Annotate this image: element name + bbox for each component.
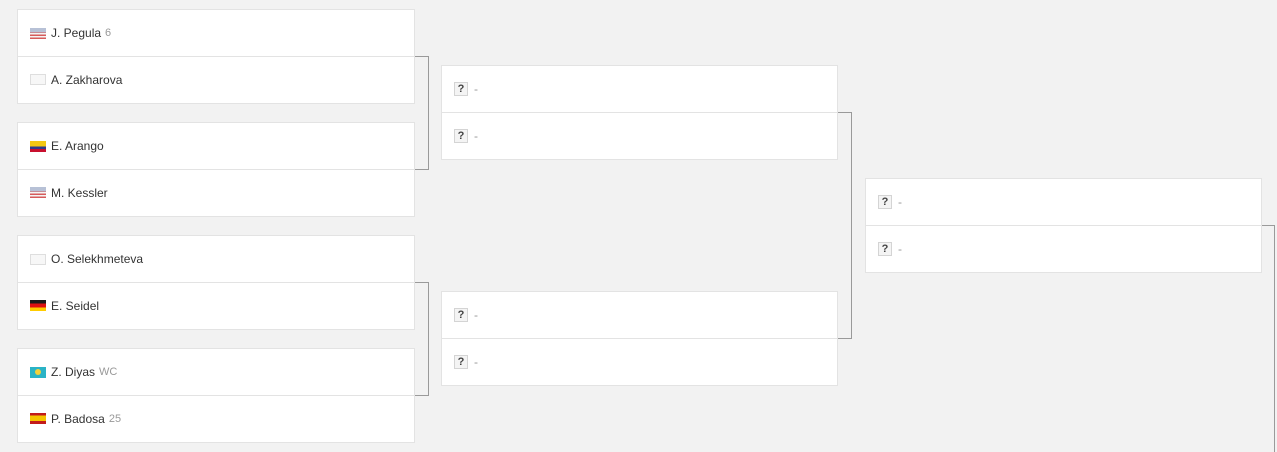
tbd-slot[interactable]: ?- <box>442 338 837 384</box>
bracket-connector <box>838 338 852 339</box>
player-name: E. Arango <box>51 139 104 153</box>
question-mark-icon: ? <box>454 354 468 369</box>
player-slot[interactable]: E. Seidel <box>18 282 414 328</box>
player-slot[interactable]: E. Arango <box>18 123 414 169</box>
bracket-connector <box>1262 225 1275 226</box>
question-mark-icon: ? <box>878 241 892 256</box>
player-slot[interactable]: A. Zakharova <box>18 56 414 102</box>
bracket-connector <box>428 282 429 396</box>
player-name: M. Kessler <box>51 185 108 200</box>
question-mark-icon: ? <box>454 308 468 322</box>
tbd-slot[interactable]: ?- <box>866 225 1261 271</box>
bracket-connector <box>1274 225 1275 452</box>
player-name: P. Badosa <box>51 411 105 426</box>
question-mark-icon: ? <box>454 82 468 96</box>
player-name: A. Zakharova <box>51 72 123 87</box>
player-name: J. Pegula <box>51 26 102 40</box>
spain-flag-icon <box>30 413 46 424</box>
bracket-connector <box>838 112 852 113</box>
match-r1-3: O. Selekhmeteva E. Seidel <box>17 235 415 330</box>
germany-flag-icon <box>30 300 46 311</box>
question-mark-icon: ? <box>454 128 468 143</box>
bracket-connector <box>415 56 428 57</box>
bracket-connector <box>851 112 852 339</box>
tbd-name: - <box>474 82 478 96</box>
match-r3-1: ?- ?- <box>865 178 1262 273</box>
tbd-name: - <box>474 308 478 322</box>
player-name: E. Seidel <box>51 298 100 313</box>
tbd-slot[interactable]: ?- <box>866 179 1261 225</box>
tbd-name: - <box>474 354 478 369</box>
match-r1-2: E. Arango M. Kessler <box>17 122 415 217</box>
bracket-connector <box>428 56 429 170</box>
colombia-flag-icon <box>30 140 46 152</box>
kazakhstan-flag-icon <box>30 366 46 378</box>
blank-flag-icon <box>30 74 46 85</box>
player-slot[interactable]: O. Selekhmeteva <box>18 236 414 282</box>
tbd-name: - <box>898 241 902 256</box>
match-r2-2: ?- ?- <box>441 291 838 386</box>
player-seed: WC <box>99 366 118 378</box>
blank-flag-icon <box>30 253 46 265</box>
bracket-connector <box>415 282 428 283</box>
usa-flag-icon <box>30 187 46 198</box>
question-mark-icon: ? <box>878 195 892 209</box>
player-name: Z. Diyas <box>51 365 96 379</box>
bracket-connector <box>415 395 428 396</box>
tbd-slot[interactable]: ?- <box>442 66 837 112</box>
player-seed: 6 <box>105 27 112 39</box>
tbd-slot[interactable]: ?- <box>442 292 837 338</box>
tbd-name: - <box>474 128 478 143</box>
tbd-slot[interactable]: ?- <box>442 112 837 158</box>
player-name: O. Selekhmeteva <box>51 252 144 266</box>
player-seed: 25 <box>108 412 122 425</box>
bracket-connector <box>415 169 428 170</box>
match-r2-1: ?- ?- <box>441 65 838 160</box>
usa-flag-icon <box>30 27 46 39</box>
player-slot[interactable]: M. Kessler <box>18 169 414 215</box>
tbd-name: - <box>898 195 902 209</box>
